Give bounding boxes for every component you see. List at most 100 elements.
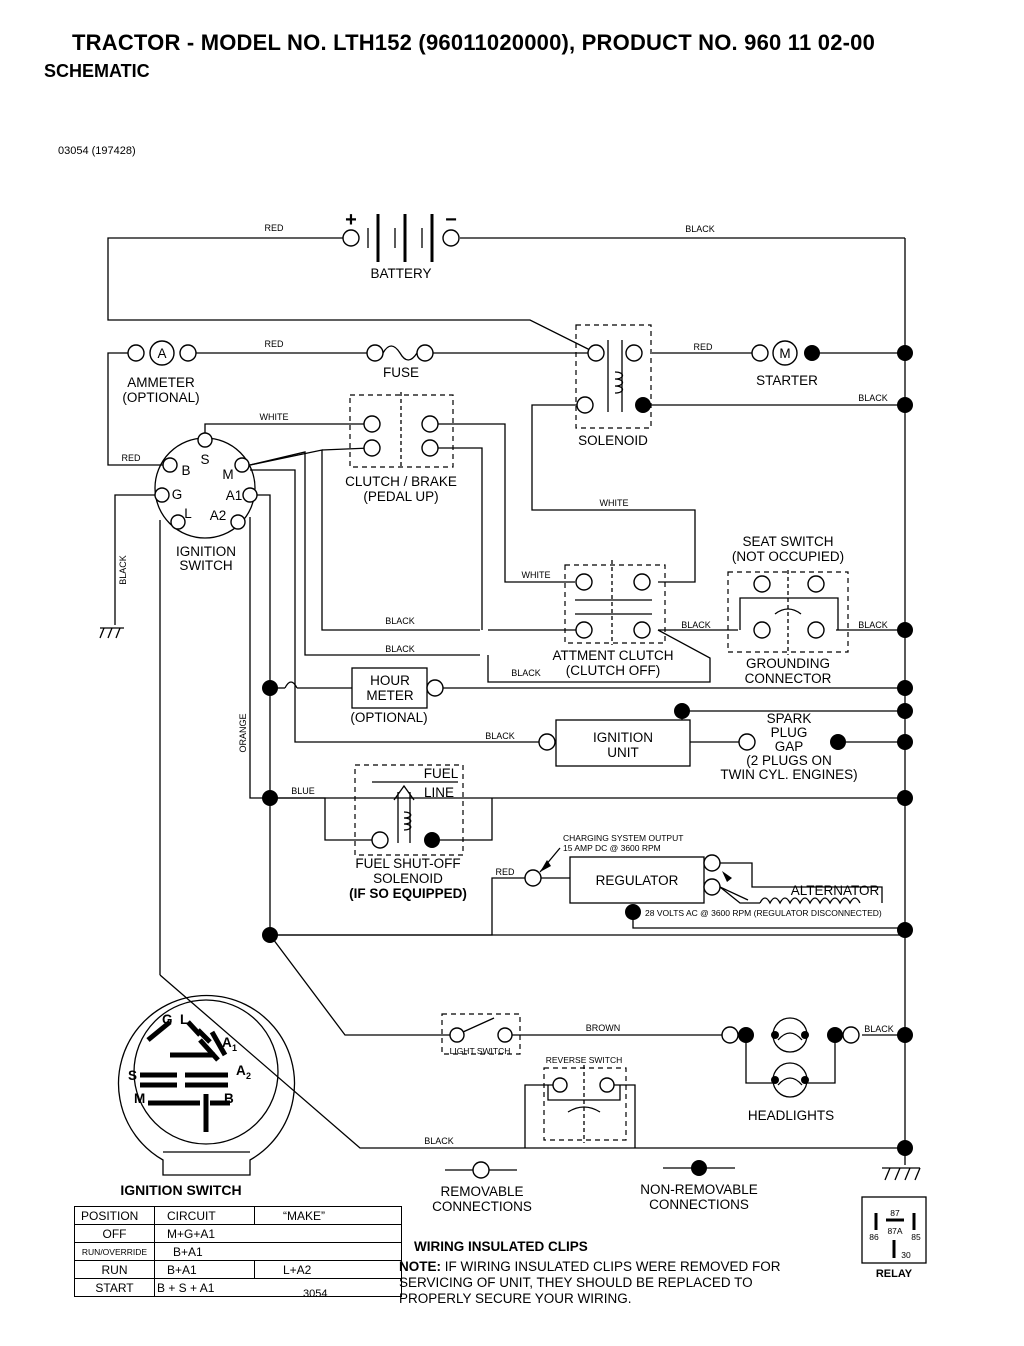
header-position: POSITION bbox=[74, 1206, 155, 1225]
battery-plus-sign: + bbox=[345, 209, 357, 231]
relay-terminal-30: 30 bbox=[901, 1250, 911, 1260]
alternator-label: ALTERNATOR bbox=[791, 883, 880, 898]
ignition-unit: IGNITION UNIT bbox=[538, 719, 846, 767]
wire-label-white-ignition: WHITE bbox=[260, 412, 289, 422]
document-reference: 03054 (197428) bbox=[58, 145, 136, 157]
wire-label-black-solenoid: BLACK bbox=[858, 393, 888, 403]
wire-label-black-2: BLACK bbox=[385, 644, 415, 654]
table-row: START B + S + A1 bbox=[74, 1278, 402, 1297]
wire-label-black-ground-left: BLACK bbox=[118, 555, 128, 585]
hour-meter-label-2: METER bbox=[366, 688, 414, 703]
solenoid-label: SOLENOID bbox=[578, 433, 648, 448]
fuel-solenoid-label-2: SOLENOID bbox=[373, 871, 443, 886]
header-make: “MAKE” bbox=[254, 1206, 402, 1225]
ground-symbol-right bbox=[882, 1167, 921, 1181]
regulator: REGULATOR CHARGING SYSTEM OUTPUT 15 AMP … bbox=[524, 833, 721, 920]
row-position: RUN/OVERRIDE bbox=[74, 1242, 155, 1261]
light-switch: LIGHT SWITCH bbox=[441, 1013, 521, 1056]
page-title: TRACTOR - MODEL NO. LTH152 (96011020000)… bbox=[72, 30, 876, 55]
note-label: NOTE: bbox=[399, 1259, 441, 1274]
row-circuit: B + S + A1 bbox=[154, 1278, 402, 1297]
row-position: RUN bbox=[74, 1260, 155, 1279]
wire-label-black-3: BLACK bbox=[511, 668, 541, 678]
wire-label-red-ignition: RED bbox=[121, 453, 141, 463]
starter-symbol: M bbox=[779, 346, 790, 361]
ammeter: A AMMETER (OPTIONAL) bbox=[122, 340, 200, 405]
diagram-letter-m: M bbox=[134, 1091, 145, 1106]
row-extra: L+A2 bbox=[254, 1260, 402, 1279]
wire-label-orange: ORANGE bbox=[238, 713, 248, 752]
relay-terminal-87: 87 bbox=[890, 1208, 900, 1218]
fuse: FUSE bbox=[366, 344, 434, 380]
wire-label-black-ground: BLACK bbox=[858, 620, 888, 630]
spark-plug-label-1: SPARK bbox=[767, 711, 812, 726]
relay-terminal-86: 86 bbox=[869, 1232, 879, 1242]
grounding-connector-label-2: CONNECTOR bbox=[745, 671, 832, 686]
wire-label-white-clutch: WHITE bbox=[522, 570, 551, 580]
legend-removable-1: REMOVABLE bbox=[440, 1184, 523, 1199]
wire-label-red-regulator: RED bbox=[495, 867, 515, 877]
terminal-b: B bbox=[181, 463, 190, 478]
wire-label-black-bottom: BLACK bbox=[424, 1136, 454, 1146]
wire-labels: RED BLACK RED RED BLACK WHITE RED WHITE … bbox=[118, 223, 894, 1146]
ignition-switch-label-2: SWITCH bbox=[179, 558, 232, 573]
terminal-l: L bbox=[184, 506, 192, 521]
legend-non-removable-2: CONNECTIONS bbox=[649, 1197, 749, 1212]
light-switch-label: LIGHT SWITCH bbox=[450, 1046, 511, 1056]
wire-label-white-solenoid: WHITE bbox=[600, 498, 629, 508]
reverse-switch: REVERSE SWITCH bbox=[543, 1055, 627, 1143]
attment-clutch-label: ATTMENT CLUTCH bbox=[553, 648, 674, 663]
ignition-unit-label: IGNITION bbox=[593, 730, 653, 745]
diagram-letter-s: S bbox=[128, 1068, 137, 1083]
attment-clutch-sub-label: (CLUTCH OFF) bbox=[566, 663, 661, 678]
ignition-switch-table: POSITION CIRCUIT “MAKE” OFF M+G+A1 RUN/O… bbox=[74, 1206, 402, 1297]
fuel-line-label-2: LINE bbox=[424, 785, 454, 800]
wire-label-black-1: BLACK bbox=[385, 616, 415, 626]
clutch-brake-label: CLUTCH / BRAKE bbox=[345, 474, 457, 489]
starter-label: STARTER bbox=[756, 373, 818, 388]
wires bbox=[107, 237, 906, 1165]
fuel-solenoid-label-1: FUEL SHUT-OFF bbox=[355, 856, 460, 871]
spark-plug-label-2: PLUG bbox=[771, 725, 808, 740]
hour-meter: HOUR METER (OPTIONAL) bbox=[350, 667, 444, 725]
solenoid: SOLENOID bbox=[575, 324, 652, 448]
wire-label-red-battery: RED bbox=[264, 223, 284, 233]
headlights: HEADLIGHTS bbox=[721, 1017, 860, 1123]
wire-label-black-ignition-unit: BLACK bbox=[485, 731, 515, 741]
relay-terminal-85: 85 bbox=[911, 1232, 921, 1242]
wiring-notes: WIRING INSULATED CLIPS NOTE: IF WIRING I… bbox=[303, 1239, 781, 1306]
wire-label-black-headlights: BLACK bbox=[864, 1024, 894, 1034]
wire-label-brown: BROWN bbox=[586, 1023, 621, 1033]
regulator-label: REGULATOR bbox=[596, 873, 679, 888]
ground-symbol-left bbox=[99, 627, 124, 639]
ignition-switch-diagram-title: IGNITION SWITCH bbox=[120, 1182, 241, 1198]
wire-label-red-fuse: RED bbox=[264, 339, 284, 349]
battery-minus-sign: − bbox=[445, 209, 457, 231]
legend-non-removable-1: NON-REMOVABLE bbox=[640, 1182, 758, 1197]
table-row: RUN B+A1 L+A2 bbox=[74, 1260, 402, 1279]
relay-terminal-87a: 87A bbox=[887, 1226, 902, 1236]
battery-label: BATTERY bbox=[370, 266, 431, 281]
reverse-switch-label: REVERSE SWITCH bbox=[546, 1055, 623, 1065]
alternator: ALTERNATOR 28 VOLTS AC @ 3600 RPM (REGUL… bbox=[645, 862, 883, 918]
note-line-3: PROPERLY SECURE YOUR WIRING. bbox=[399, 1291, 632, 1306]
ignition-switch-schematic: B S M G A1 L A2 IGNITION SWITCH bbox=[154, 432, 258, 573]
legend-removable-2: CONNECTIONS bbox=[432, 1199, 532, 1214]
fuse-label: FUSE bbox=[383, 365, 419, 380]
seat-switch: SEAT SWITCH (NOT OCCUPIED) GROUNDING CON… bbox=[727, 534, 849, 686]
note-line-1: NOTE: IF WIRING INSULATED CLIPS WERE REM… bbox=[399, 1259, 781, 1274]
charging-output-label-1: CHARGING SYSTEM OUTPUT bbox=[563, 833, 683, 843]
ammeter-symbol: A bbox=[157, 346, 166, 361]
clutch-brake-switch: CLUTCH / BRAKE (PEDAL UP) bbox=[345, 392, 457, 504]
note-text-1: IF WIRING INSULATED CLIPS WERE REMOVED F… bbox=[441, 1259, 781, 1274]
ignition-switch-diagram: G L A 1 S A 2 M B IGNITION SWITCH bbox=[117, 994, 296, 1198]
row-circuit: M+G+A1 bbox=[154, 1224, 402, 1243]
relay: 87 87A 86 85 30 RELAY bbox=[861, 1196, 927, 1280]
hour-meter-optional-label: (OPTIONAL) bbox=[350, 710, 427, 725]
clips-title: WIRING INSULATED CLIPS bbox=[414, 1239, 588, 1254]
ammeter-label: AMMETER bbox=[127, 375, 195, 390]
charging-output-label-2: 15 AMP DC @ 3600 RPM bbox=[563, 843, 661, 853]
ammeter-optional-label: (OPTIONAL) bbox=[122, 390, 199, 405]
spark-plug-label-5: TWIN CYL. ENGINES) bbox=[720, 767, 857, 782]
grounding-connector-label: GROUNDING bbox=[746, 656, 830, 671]
